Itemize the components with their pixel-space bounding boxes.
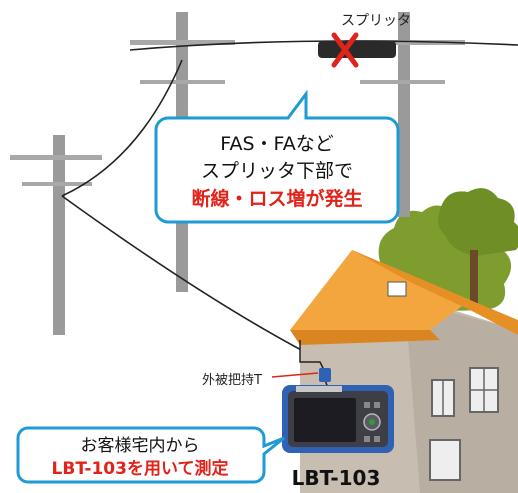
cable-clamp-icon [319,368,331,382]
utility-pole-left [10,135,102,335]
callout-bottom [16,426,285,484]
device-name: LBT-103 [292,466,381,490]
splitter-box-icon [318,41,396,58]
callout-bottom-line2: LBT-103を用いて測定 [52,458,229,479]
callout-top [154,89,400,224]
callout-top-line2: スプリッタ下部で [201,160,353,182]
lbt-103-device [282,385,394,453]
callout-top-line1: FAS・FAなど [220,133,333,155]
clamp-pointer [271,372,319,378]
utility-pole-right [345,12,465,217]
splitter-label: スプリッタ [341,13,411,29]
callout-top-line3: 断線・ロス増が発生 [191,187,362,210]
clamp-label: 外被把持T [202,373,262,388]
red-x-icon [331,32,359,68]
callout-bottom-line1: お客様宅内から [81,436,200,456]
